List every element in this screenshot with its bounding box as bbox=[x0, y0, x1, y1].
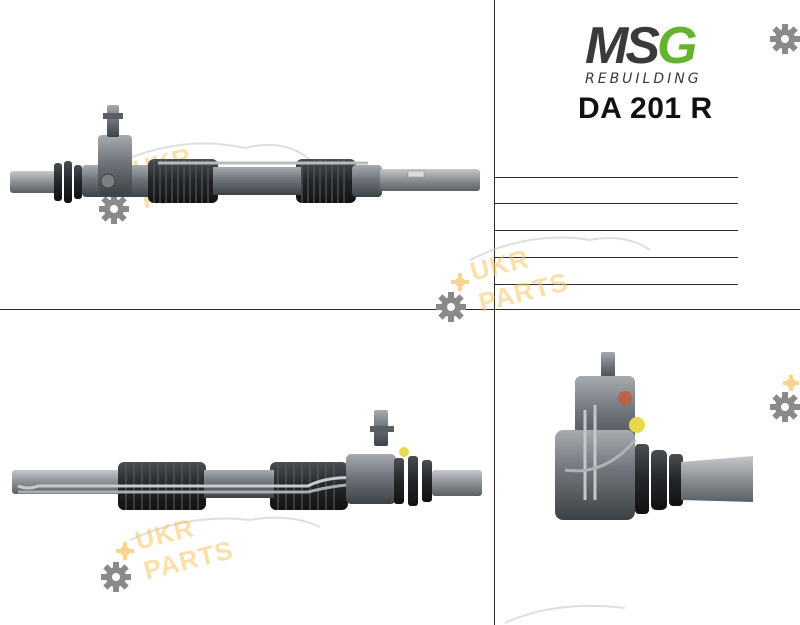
gear-icon bbox=[99, 194, 129, 224]
gear-icon bbox=[436, 292, 466, 322]
car-outline-icon bbox=[129, 516, 321, 541]
vertical-divider bbox=[494, 0, 495, 625]
gear-icon bbox=[770, 24, 800, 54]
steering-rack-top-view bbox=[10, 105, 480, 203]
logo-letter-g: G bbox=[657, 17, 697, 75]
spec-line-1 bbox=[494, 177, 738, 178]
spec-line-4 bbox=[494, 257, 738, 258]
msg-logo: MSG REBUILDING bbox=[585, 20, 735, 90]
logo-letter-m: M bbox=[585, 17, 628, 75]
steering-rack-end-view bbox=[555, 352, 753, 520]
car-outline-icon bbox=[504, 604, 626, 624]
spec-line-2 bbox=[494, 203, 738, 204]
gear-icon bbox=[770, 392, 800, 422]
spec-line-5 bbox=[494, 284, 738, 285]
car-outline-icon bbox=[124, 142, 311, 161]
gear-icon bbox=[101, 562, 131, 592]
steering-rack-rear-view bbox=[12, 410, 482, 510]
logo-subtitle: REBUILDING bbox=[585, 71, 702, 87]
part-number: DA 201 R bbox=[578, 92, 713, 125]
gear-small-icon bbox=[116, 542, 134, 560]
spec-line-3 bbox=[494, 230, 738, 231]
horizontal-divider bbox=[0, 309, 800, 310]
gear-small-icon bbox=[451, 273, 469, 291]
gear-small-icon bbox=[783, 375, 799, 391]
car-outline-icon bbox=[469, 236, 651, 261]
logo-letter-s: S bbox=[625, 17, 660, 75]
